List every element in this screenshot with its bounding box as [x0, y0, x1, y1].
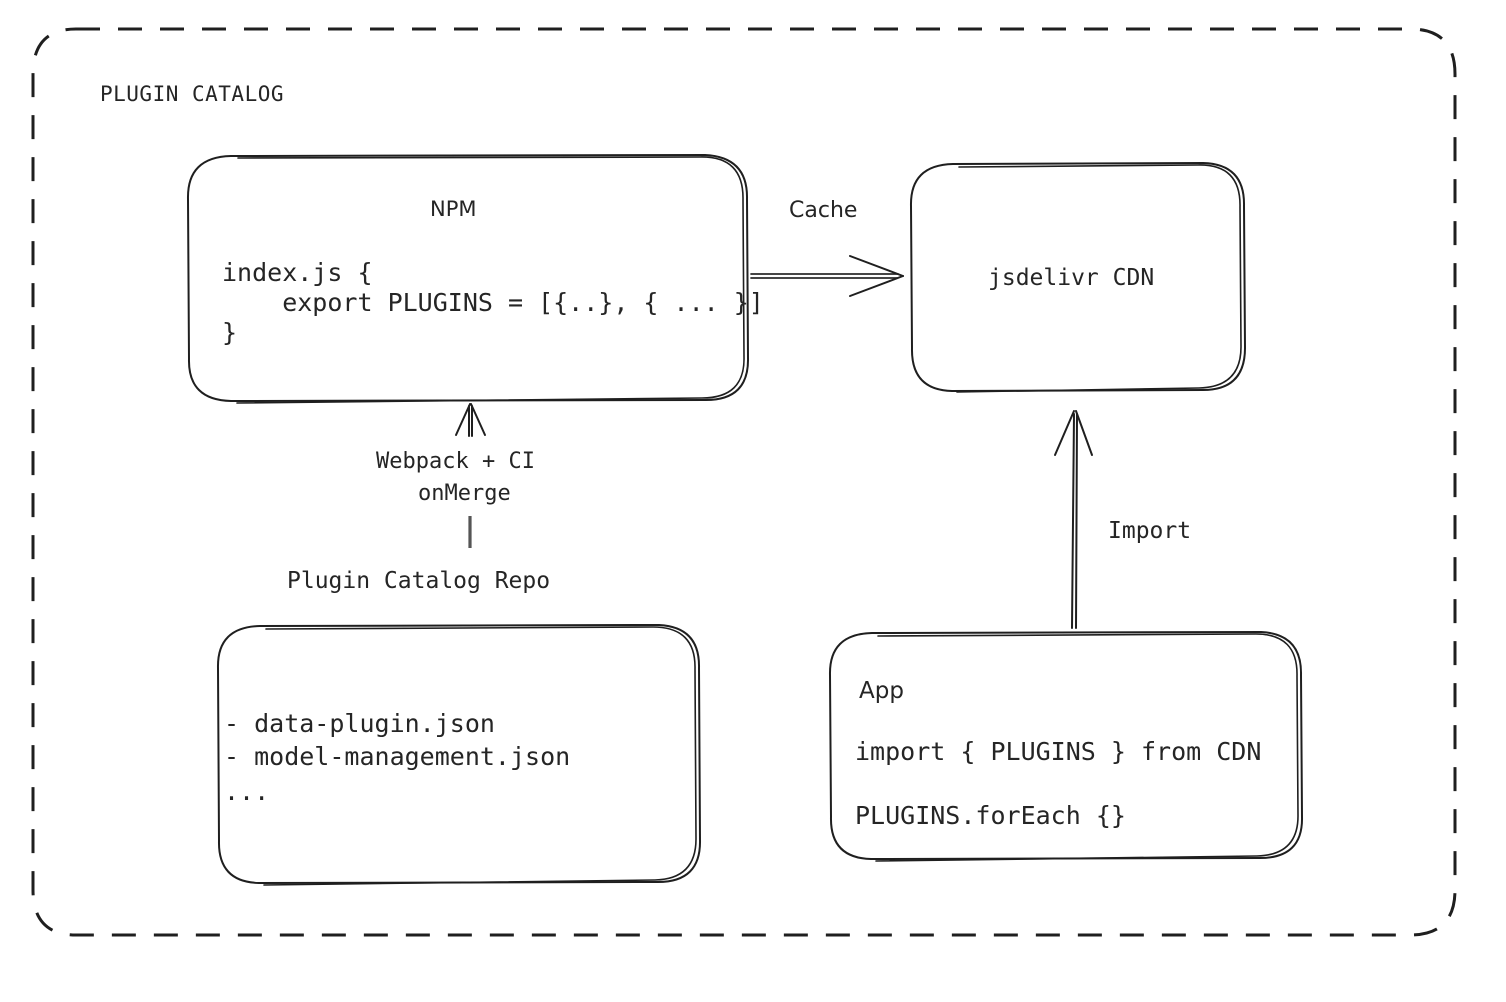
- cache-edge-label: Cache: [789, 198, 858, 223]
- npm-node-title: NPM: [430, 197, 477, 221]
- repo-list-item: - data-plugin.json: [224, 709, 495, 738]
- build-arrow: [455, 403, 486, 548]
- npm-code-line: }: [222, 318, 238, 347]
- repo-list-item: ...: [224, 777, 270, 806]
- build-edge-label-line1: Webpack + CI: [376, 449, 535, 474]
- build-edge-label-line2: onMerge: [418, 481, 511, 506]
- import-arrow: [1054, 410, 1093, 629]
- app-code-line: PLUGINS.forEach {}: [855, 801, 1126, 830]
- repo-node-caption: Plugin Catalog Repo: [287, 568, 551, 594]
- import-edge-label: Import: [1108, 518, 1192, 544]
- repo-list-item: - model-management.json: [224, 742, 571, 771]
- app-node-title: App: [859, 678, 904, 704]
- npm-code-line: index.js {: [222, 258, 373, 287]
- app-code-line: import { PLUGINS } from CDN: [855, 737, 1262, 766]
- cache-arrow: [750, 255, 904, 297]
- npm-code-line: export PLUGINS = [{..}, { ... }]: [222, 288, 764, 317]
- cdn-node-title: jsdelivr CDN: [988, 265, 1155, 291]
- frame-title: PLUGIN CATALOG: [100, 82, 285, 106]
